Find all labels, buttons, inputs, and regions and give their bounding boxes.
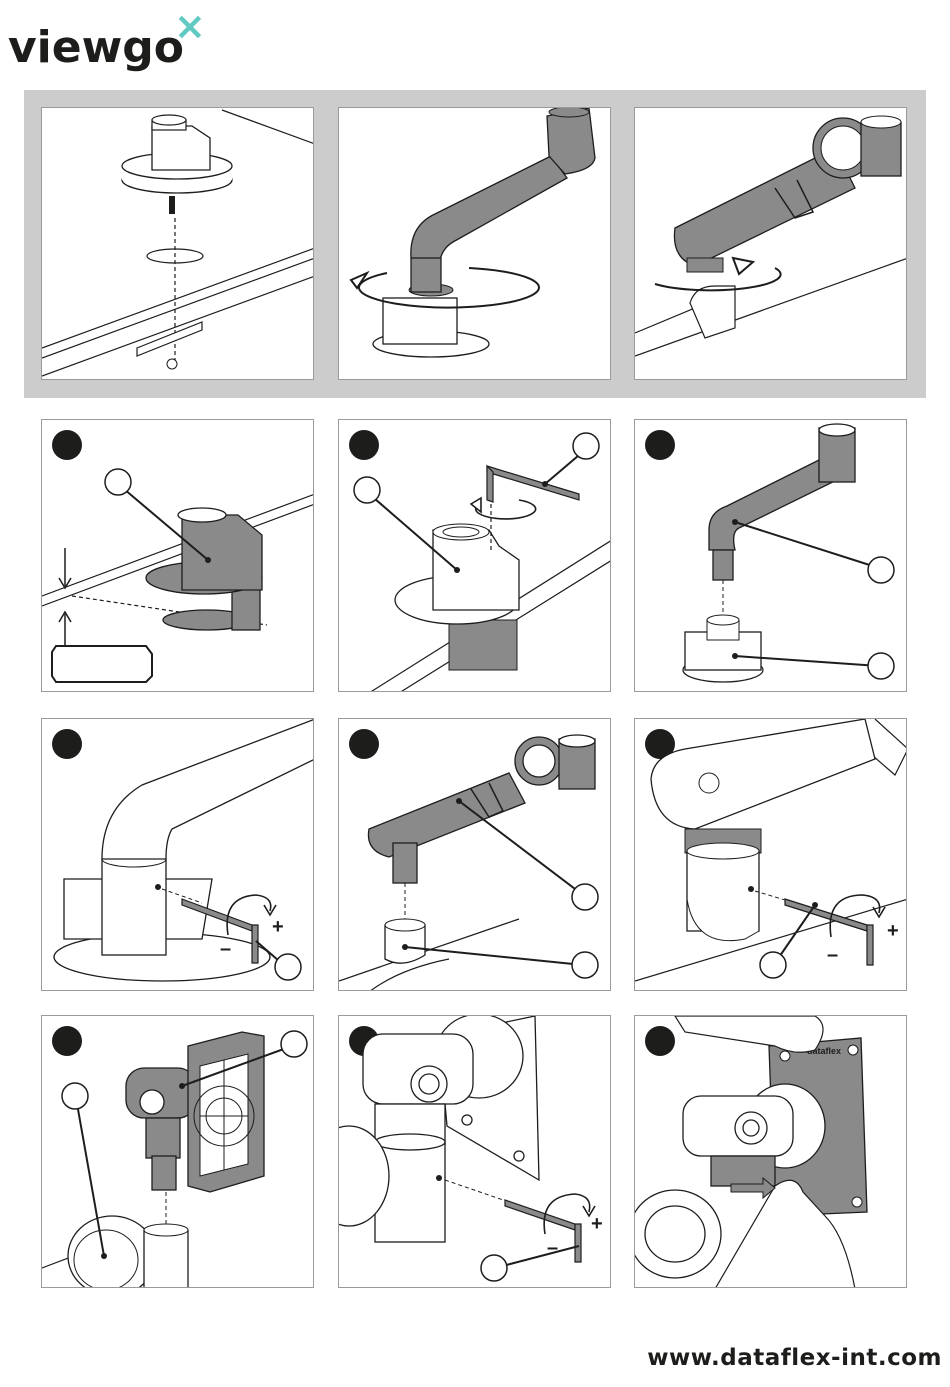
tighten-plus-sign: +: [272, 916, 284, 938]
step-5-lower-arm-post: [385, 919, 425, 963]
step-2-illustration: [339, 420, 611, 692]
step-panel-1: [41, 419, 314, 692]
step-4-arm: [102, 719, 314, 859]
step-panel-5: [338, 718, 611, 991]
step-panel-9: dataflex: [634, 1015, 907, 1288]
step-7-tilt-head: [126, 1068, 196, 1190]
callout-circle: [481, 1255, 507, 1281]
step-1-measure-box: [52, 646, 152, 682]
step-8-illustration: + –: [339, 1016, 611, 1288]
step-panel-3: [634, 419, 907, 692]
step-panel-8: + –: [338, 1015, 611, 1288]
overview-1-illustration: [42, 108, 314, 380]
brand-name: viewgo: [8, 22, 184, 73]
step-panel-7: [41, 1015, 314, 1288]
step-8-hex-key: [505, 1200, 581, 1262]
callout-circle: [275, 954, 301, 980]
step-2-hex-key: [487, 466, 579, 550]
step-3-illustration: [635, 420, 907, 692]
overview-panel-2: [338, 107, 611, 380]
overview-1-clamp-base: [122, 115, 232, 214]
callout-circle: [868, 653, 894, 679]
callout-circle: [572, 952, 598, 978]
step-6-illustration: + –: [635, 719, 907, 991]
step-2-rotation-arrow: [471, 498, 536, 519]
step-panel-4: + –: [41, 718, 314, 991]
overview-2-base: [373, 284, 489, 357]
step-4-base: [54, 851, 270, 981]
overview-2-illustration: [339, 108, 611, 380]
step-3-arm: [709, 424, 855, 580]
step-5-illustration: [339, 719, 611, 991]
callout-circle: [573, 433, 599, 459]
callout-circle: [281, 1031, 307, 1057]
callout-circle: [354, 477, 380, 503]
step-1-illustration: [42, 420, 314, 692]
overview-3-upper-arm: [674, 116, 901, 272]
callout-circle: [760, 952, 786, 978]
tighten-plus-sign: +: [591, 1213, 603, 1235]
tighten-plus-sign: +: [887, 920, 899, 942]
step-panel-6: + –: [634, 718, 907, 991]
step-5-upper-arm: [368, 735, 595, 883]
step-3-base: [683, 615, 763, 682]
overview-3-lower-arm: [690, 286, 735, 338]
overview-2-arm: [411, 108, 595, 292]
overview-panel-3: [634, 107, 907, 380]
overview-panel-1: [41, 107, 314, 380]
step-6-joint: [685, 829, 761, 941]
step-9-illustration: dataflex: [635, 1016, 907, 1288]
step-7-vesa-plate: [188, 1032, 264, 1192]
callout-circle: [105, 469, 131, 495]
brand-x-mark: ×: [174, 4, 206, 48]
callout-circle: [572, 884, 598, 910]
brand-logo: viewgo ×: [8, 8, 208, 78]
callout-circle: [868, 557, 894, 583]
callout-circle: [62, 1083, 88, 1109]
step-9-hand-top: [675, 1016, 823, 1052]
step-panel-2: [338, 419, 611, 692]
step-7-illustration: [42, 1016, 314, 1288]
loosen-minus-sign: –: [827, 944, 838, 966]
step-1-clamp: [146, 508, 262, 630]
step-4-illustration: + –: [42, 719, 314, 991]
loosen-minus-sign: –: [547, 1237, 558, 1259]
step-2-clamp: [395, 524, 519, 670]
step-6-upper-arm: [651, 719, 875, 829]
footer-website-url: www.dataflex-int.com: [647, 1345, 942, 1371]
loosen-minus-sign: –: [220, 938, 231, 960]
overview-3-illustration: [635, 108, 907, 380]
step-7-lower-arm: [68, 1216, 188, 1288]
